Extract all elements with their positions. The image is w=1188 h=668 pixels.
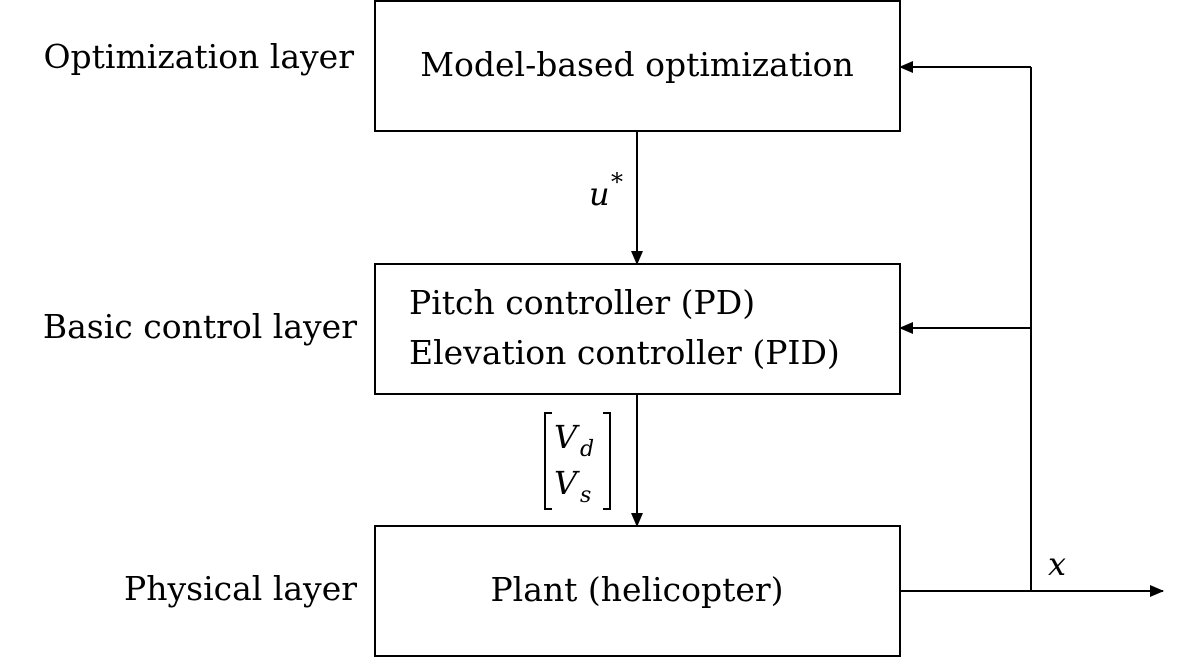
u-symbol: u <box>589 175 610 213</box>
right-bracket <box>603 412 611 510</box>
optimization-box <box>374 0 901 132</box>
optimization-layer-label: Optimization layer <box>43 37 354 76</box>
vs-subscript: s <box>580 483 591 508</box>
vd-symbol: V <box>554 418 580 456</box>
control-box-line-2: Elevation controller (PID) <box>409 333 840 372</box>
left-bracket <box>544 412 552 510</box>
control-box-line-1: Pitch controller (PD) <box>409 283 755 322</box>
x-output-label: x <box>1048 545 1066 583</box>
vd-subscript: d <box>580 437 594 462</box>
plant-box <box>374 525 901 657</box>
voltage-vector-label: V d V s <box>544 412 611 510</box>
star-superscript: * <box>611 168 623 196</box>
u-star-label: u * <box>589 168 623 213</box>
optimization-box-label: Model-based optimization <box>420 45 854 84</box>
basic-control-layer-label: Basic control layer <box>43 307 357 346</box>
plant-box-label: Plant (helicopter) <box>490 570 783 609</box>
vs-symbol: V <box>554 464 580 502</box>
physical-layer-label: Physical layer <box>124 569 357 608</box>
